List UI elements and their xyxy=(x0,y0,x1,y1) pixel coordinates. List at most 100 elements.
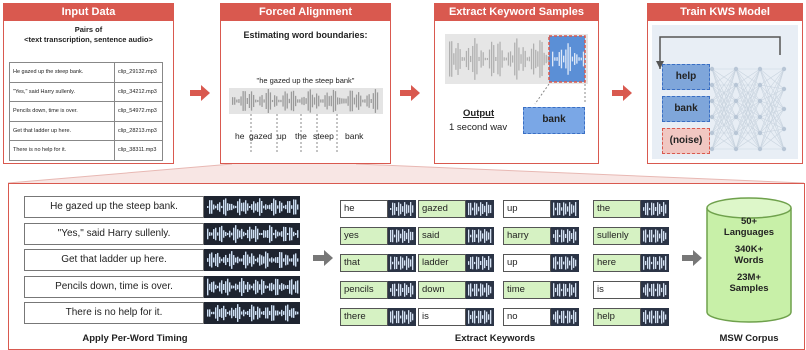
keyword-waveform xyxy=(641,254,669,272)
keyword-waveform xyxy=(551,281,579,299)
caption-timing: Apply Per-Word Timing xyxy=(82,333,188,344)
forced-alignment-panel: Forced Alignment Estimating word boundar… xyxy=(220,3,391,164)
keyword-label: there xyxy=(340,308,388,326)
keyword-waveform xyxy=(641,308,669,326)
samples-label: Samples xyxy=(729,283,769,294)
keyword-sample: here xyxy=(593,254,669,272)
keyword-sample: no xyxy=(503,308,579,326)
table-row: "Yes," said Harry sullenly.clip_34212.mp… xyxy=(9,81,163,102)
keyword-sample: gazed xyxy=(418,200,494,218)
train-kws-title: Train KWS Model xyxy=(648,4,802,21)
audio-file-cell: clip_28213.mp3 xyxy=(114,120,163,141)
transcription-cell: He gazed up the steep bank. xyxy=(9,62,115,83)
forced-alignment-title: Forced Alignment xyxy=(221,4,390,21)
keyword-sample: there xyxy=(340,308,416,326)
keyword-label: here xyxy=(593,254,641,272)
keyword-label: up xyxy=(503,254,551,272)
keyword-label: that xyxy=(340,254,388,272)
keyword-waveform xyxy=(388,200,416,218)
keyword-waveform xyxy=(388,227,416,245)
extract-samples-title: Extract Keyword Samples xyxy=(435,4,598,21)
sentence-box: There is no help for it. xyxy=(24,302,204,324)
keyword-waveform xyxy=(466,200,494,218)
keyword-sample: pencils xyxy=(340,281,416,299)
keyword-waveform xyxy=(466,227,494,245)
keyword-sample: said xyxy=(418,227,494,245)
keyword-waveform xyxy=(466,281,494,299)
sentence-waveform xyxy=(204,249,300,271)
transcription-cell: Get that ladder up here. xyxy=(9,120,115,141)
class-help: help xyxy=(662,64,710,90)
class-noise: (noise) xyxy=(662,128,710,154)
aligned-word: the xyxy=(295,131,307,141)
keyword-label: time xyxy=(503,281,551,299)
aligned-word: steep xyxy=(313,131,334,141)
keyword-sample: time xyxy=(503,281,579,299)
table-row: Get that ladder up here.clip_28213.mp3 xyxy=(9,120,163,141)
arrow-right-gray-icon xyxy=(313,250,333,266)
keyword-sample: help xyxy=(593,308,669,326)
keyword-waveform xyxy=(388,308,416,326)
audio-file-cell: clip_38311.mp3 xyxy=(114,140,163,161)
transcription-table: He gazed up the steep bank.clip_29132.mp… xyxy=(9,62,163,161)
sentence-box: Pencils down, time is over. xyxy=(24,275,204,298)
sentence-waveform xyxy=(229,88,383,114)
keyword-waveform xyxy=(641,281,669,299)
keyword-label: help xyxy=(593,308,641,326)
table-row: There is no help for it.clip_38311.mp3 xyxy=(9,140,163,161)
corpus-stats: 50+ Languages 340K+ Words 23M+ Samples xyxy=(704,216,794,294)
keyword-label: he xyxy=(340,200,388,218)
keyword-label: ladder xyxy=(418,254,466,272)
keyword-waveform xyxy=(388,281,416,299)
keyword-sample: yes xyxy=(340,227,416,245)
aligned-word: up xyxy=(277,131,287,141)
model-diagram: help bank (noise) xyxy=(652,25,798,159)
input-data-title: Input Data xyxy=(4,4,173,21)
aligned-word: he xyxy=(235,131,245,141)
keyword-sample: he xyxy=(340,200,416,218)
sentence-waveform xyxy=(204,302,300,324)
alignment-heading: Estimating word boundaries: xyxy=(243,30,368,40)
keyword-label: is xyxy=(418,308,466,326)
transcription-cell: "Yes," said Harry sullenly. xyxy=(9,81,115,102)
words-count: 340K+ xyxy=(734,244,764,255)
keyword-label: is xyxy=(593,281,641,299)
keyword-label: down xyxy=(418,281,466,299)
keyword-label: up xyxy=(503,200,551,218)
audio-file-cell: clip_54972.mp3 xyxy=(114,101,163,122)
keyword-waveform xyxy=(551,308,579,326)
sentence-waveform xyxy=(204,222,300,245)
arrow-right-icon xyxy=(190,85,210,101)
keyword-sample: harry xyxy=(503,227,579,245)
keyword-waveform xyxy=(551,200,579,218)
caption-keywords: Extract Keywords xyxy=(454,333,536,344)
keyword-sample: that xyxy=(340,254,416,272)
keyword-waveform xyxy=(388,254,416,272)
caption-corpus: MSW Corpus xyxy=(719,333,779,344)
arrow-right-icon xyxy=(612,85,632,101)
word-boundary-lines xyxy=(250,114,338,154)
sentence-box: "Yes," said Harry sullenly. xyxy=(24,222,204,245)
keyword-waveform xyxy=(466,308,494,326)
table-row: Pencils down, time is over.clip_54972.mp… xyxy=(9,101,163,122)
arrow-right-gray-icon xyxy=(682,250,702,266)
keyword-label: pencils xyxy=(340,281,388,299)
table-row: He gazed up the steep bank.clip_29132.mp… xyxy=(9,62,163,83)
audio-file-cell: clip_34212.mp3 xyxy=(114,81,163,102)
samples-count: 23M+ xyxy=(736,272,762,283)
pairs-line-2: <text transcription, sentence audio> xyxy=(24,35,153,44)
words-label: Words xyxy=(734,255,764,266)
keyword-label: the xyxy=(593,200,641,218)
keyword-sample: the xyxy=(593,200,669,218)
keyword-sample: ladder xyxy=(418,254,494,272)
keyword-sample: is xyxy=(418,308,494,326)
keyword-sample-box: bank xyxy=(523,107,585,134)
sentence-waveform xyxy=(204,196,300,218)
output-description: 1 second wav xyxy=(449,122,508,133)
extract-samples-panel: Extract Keyword Samples Output 1 second … xyxy=(434,3,599,164)
keyword-waveform xyxy=(551,227,579,245)
sentence-waveform xyxy=(204,275,300,298)
keyword-label: gazed xyxy=(418,200,466,218)
arrow-right-icon xyxy=(400,85,420,101)
aligned-word: gazed xyxy=(249,131,273,141)
